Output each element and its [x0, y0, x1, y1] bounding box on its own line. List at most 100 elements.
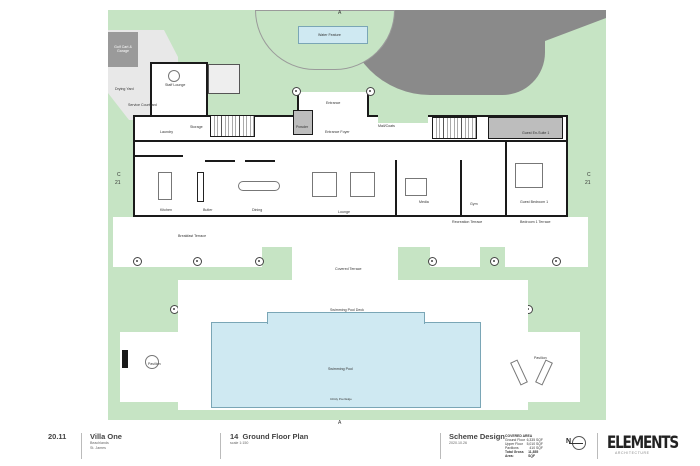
butler-counter: [197, 172, 204, 202]
covered-terrace-label: Covered Terrace: [335, 267, 362, 271]
gym-label: Gym: [470, 202, 478, 206]
firm-logo: ELEMENTS ARCHITECTURE: [607, 433, 696, 455]
divider: [440, 433, 441, 459]
interior-wall: [133, 155, 183, 157]
pool-deck-label: Swimming Pool Deck: [330, 308, 364, 312]
media-label: Media: [419, 200, 429, 204]
butler-label: Butler: [203, 208, 213, 212]
entrance-foyer-label: Entrance Foyer: [325, 130, 350, 134]
project-name: Villa One: [90, 432, 122, 441]
stair-right: [432, 117, 477, 139]
service-courtyard-label: Service Courtyard: [128, 103, 157, 107]
section-marker-left: C: [117, 172, 121, 178]
section-marker-right: C: [587, 172, 591, 178]
pool-label: Swimming Pool: [328, 367, 353, 371]
column: [428, 257, 437, 266]
pavilion-left-label: Pavilion: [148, 362, 161, 366]
sheet-number: 14: [230, 432, 239, 441]
staff-block: [150, 62, 208, 117]
planter-left: [262, 247, 292, 282]
drying-yard-label: Drying Yard: [115, 87, 134, 91]
covered-area-heading: COVERED AREA: [505, 434, 533, 438]
interior-wall: [460, 160, 462, 215]
staff-yard: [208, 64, 240, 94]
column: [552, 257, 561, 266]
location-line-2: St. James: [90, 445, 106, 450]
storage-label: Storage: [190, 125, 203, 129]
pool-shelf: [267, 312, 425, 324]
area-value: 6,335 SQF: [526, 438, 543, 442]
swimming-pool: [211, 322, 481, 408]
section-marker-right-num: 21: [585, 180, 591, 186]
interior-wall: [245, 160, 275, 162]
recreation-terrace-label: Recreation Terrace: [452, 220, 483, 224]
kitchen-island: [158, 172, 172, 200]
guest-ensuite-label: Guest En-Suite 1: [522, 131, 550, 135]
logo-text: ELEMENTS: [607, 433, 679, 453]
pool-deck-right: [480, 332, 580, 402]
breakfast-terrace-label: Breakfast Terrace: [178, 234, 207, 238]
interior-wall: [133, 140, 568, 142]
logo-subtext: ARCHITECTURE: [615, 451, 650, 455]
entrance-court-green: [378, 95, 428, 123]
staff-lounge-label: Staff Lounge: [165, 83, 186, 87]
area-label: Pavilions: [505, 446, 519, 450]
column: [366, 87, 375, 96]
entrance-label: Entrance: [326, 101, 341, 105]
column: [490, 257, 499, 266]
area-label: Upper Floor: [505, 442, 523, 446]
column: [133, 257, 142, 266]
stage-info: Scheme Design 2020.10.26: [449, 432, 505, 446]
dining-table: [238, 181, 280, 191]
north-arrow-icon: N: [566, 436, 588, 450]
fountain-label: Water Feature: [318, 33, 341, 37]
guest-ensuite: [488, 117, 563, 139]
section-marker-top: A: [338, 10, 342, 16]
pavilion-fireplace: [122, 350, 128, 368]
project-number: 20.11: [48, 432, 67, 441]
area-label: Ground Floor: [505, 438, 525, 442]
area-value: 5,010 SQF: [526, 442, 543, 446]
powder-room: [293, 110, 313, 135]
pool-deck-left: [120, 332, 215, 402]
sheet-title: Ground Floor Plan: [242, 432, 309, 441]
golf-cart-label: Golf Cart & Garage: [114, 45, 132, 53]
sheet-info: 14 Ground Floor Plan scale 1:150: [230, 432, 308, 446]
location-line-1: Beachlands: [90, 441, 109, 445]
guest-bedroom-label: Guest Bedroom 1: [520, 200, 549, 204]
infinity-edge-label: Infinity Pool Edge: [330, 397, 352, 401]
staff-table: [168, 70, 180, 82]
interior-wall: [205, 160, 235, 162]
laundry-label: Laundry: [160, 130, 173, 134]
pavilion-table: [145, 355, 159, 369]
north-label: N: [566, 438, 572, 445]
column: [193, 257, 202, 266]
interior-wall: [505, 140, 507, 215]
total-value: 11,855 SQF: [528, 450, 539, 458]
divider: [597, 433, 598, 459]
section-marker-bottom: A: [338, 420, 342, 426]
fountain: [298, 26, 368, 44]
media-sofa: [405, 178, 427, 196]
project-info: Villa One Beachlands St. James: [90, 432, 122, 450]
area-total: Total Gross Area:11,855 SQF: [505, 450, 543, 458]
bedroom-terrace-label: Bedroom 1 Terrace: [520, 220, 551, 224]
kitchen-label: Kitchen: [160, 208, 172, 212]
section-marker-left-num: 21: [115, 180, 121, 186]
date: 2020.10.26: [449, 441, 467, 445]
stage: Scheme Design: [449, 432, 505, 441]
lounge-sofa: [350, 172, 375, 197]
column: [292, 87, 301, 96]
stair-left: [210, 115, 255, 137]
column: [255, 257, 264, 266]
lounge-label: Lounge: [338, 210, 350, 214]
guest-bed: [515, 163, 543, 188]
scale: scale 1:150: [230, 441, 249, 445]
lounge-sofa: [312, 172, 337, 197]
interior-wall: [395, 160, 397, 215]
divider: [81, 433, 82, 459]
